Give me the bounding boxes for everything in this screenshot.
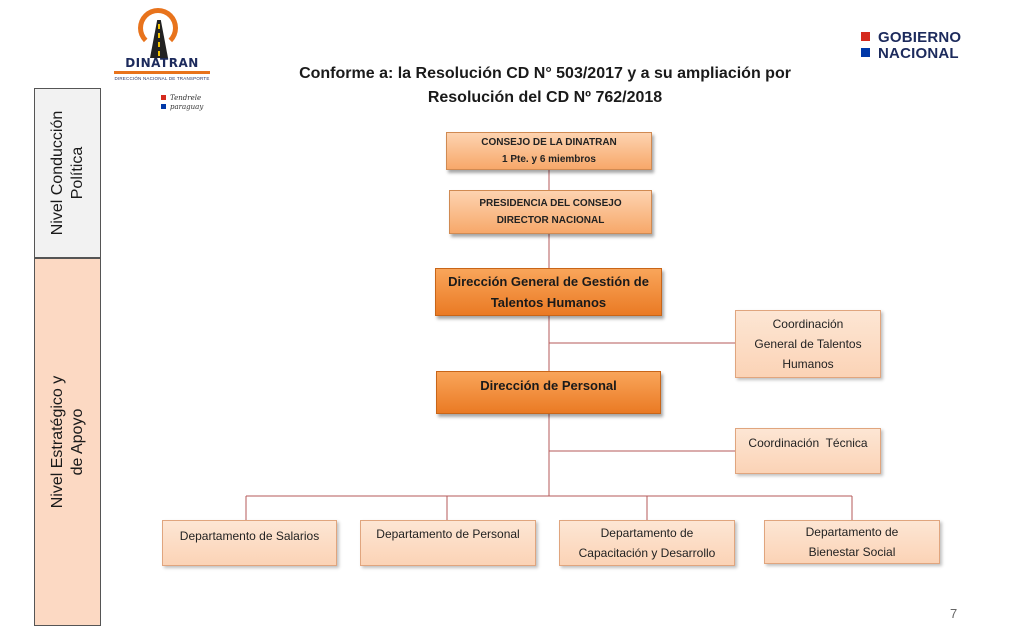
box-consejo: CONSEJO DE LA DINATRAN 1 Pte. y 6 miembr… (446, 132, 652, 170)
level1-line1: Nivel Conducción (48, 110, 66, 236)
box-dept-bienestar: Departamento de Bienestar Social (764, 520, 940, 564)
box-direccion-general: Dirección General de Gestión de Talentos… (435, 268, 662, 316)
box-presidencia: PRESIDENCIA DEL CONSEJO DIRECTOR NACIONA… (449, 190, 652, 234)
title-line2: Resolución del CD Nº 762/2018 (427, 89, 663, 106)
dept-bienestar-line2: Bienestar Social (808, 545, 896, 559)
logo-slogan-line1: Tendrele (170, 94, 202, 102)
logo-subtitle: DIRECCIÓN NACIONAL DE TRANSPORTE (114, 76, 210, 81)
box-coordinacion-general: Coordinación General de Talentos Humanos (735, 310, 881, 378)
logo-wordmark: DINATRAN (125, 56, 199, 70)
level1-line2: Política (68, 146, 86, 200)
coordinacion-general-line1: Coordinación (772, 317, 844, 331)
gobierno-blue-square-icon (861, 48, 870, 57)
flag-blue-square-icon (161, 104, 166, 109)
road-line-icon (158, 24, 160, 56)
direccion-general-line1: Dirección General de Gestión de (448, 274, 649, 289)
page-title: Conforme a: la Resolución CD N° 503/2017… (230, 62, 860, 110)
dept-personal-line1: Departamento de Personal (376, 527, 520, 541)
level-conduccion-politica-label: Nivel Conducción Política (48, 111, 88, 236)
dept-bienestar-line1: Departamento de (805, 525, 899, 539)
coordinacion-general-line3: Humanos (782, 357, 834, 371)
flag-red-square-icon (161, 95, 166, 100)
level-estrategico-apoyo-label: Nivel Estratégico y de Apoyo (48, 376, 88, 509)
box-dept-personal: Departamento de Personal (360, 520, 536, 566)
dinatran-logo: DINATRAN DIRECCIÓN NACIONAL DE TRANSPORT… (110, 8, 214, 112)
gobierno-nacional-logo: GOBIERNO NACIONAL (858, 30, 988, 66)
page-number: 7 (950, 606, 958, 621)
title-line1: Conforme a: la Resolución CD N° 503/2017… (299, 65, 791, 82)
level-estrategico-apoyo: Nivel Estratégico y de Apoyo (34, 258, 101, 626)
level-conduccion-politica: Nivel Conducción Política (34, 88, 101, 258)
box-direccion-personal: Dirección de Personal (436, 371, 661, 414)
logo-ring-icon (138, 8, 178, 48)
direccion-general-line2: Talentos Humanos (490, 295, 607, 310)
gobierno-line2: NACIONAL (878, 45, 959, 62)
logo-underline (114, 71, 210, 74)
level2-line1: Nivel Estratégico y (48, 375, 66, 509)
dept-capacitacion-line2: Capacitación y Desarrollo (578, 546, 716, 560)
coordinacion-general-line2: General de Talentos (754, 337, 862, 351)
presidencia-line2: DIRECTOR NACIONAL (496, 215, 605, 226)
presidencia-line1: PRESIDENCIA DEL CONSEJO (479, 198, 622, 209)
coordinacion-tecnica-line1: Coordinación Técnica (748, 436, 868, 450)
box-coordinacion-tecnica: Coordinación Técnica (735, 428, 881, 474)
consejo-line2: 1 Pte. y 6 miembros (502, 154, 596, 165)
level2-line2: de Apoyo (68, 408, 86, 476)
box-dept-salarios: Departamento de Salarios (162, 520, 337, 566)
gobierno-line1: GOBIERNO (878, 29, 962, 46)
dept-salarios-line1: Departamento de Salarios (179, 529, 320, 543)
consejo-line1: CONSEJO DE LA DINATRAN (481, 137, 617, 148)
direccion-personal-line1: Dirección de Personal (480, 378, 617, 393)
box-dept-capacitacion: Departamento de Capacitación y Desarroll… (559, 520, 735, 566)
dept-capacitacion-line1: Departamento de (600, 526, 694, 540)
gobierno-wordmark: GOBIERNO NACIONAL (878, 30, 961, 62)
gobierno-red-square-icon (861, 32, 870, 41)
logo-slogan: Tendrele paraguay (170, 94, 203, 112)
logo-slogan-line2: paraguay (170, 103, 204, 111)
